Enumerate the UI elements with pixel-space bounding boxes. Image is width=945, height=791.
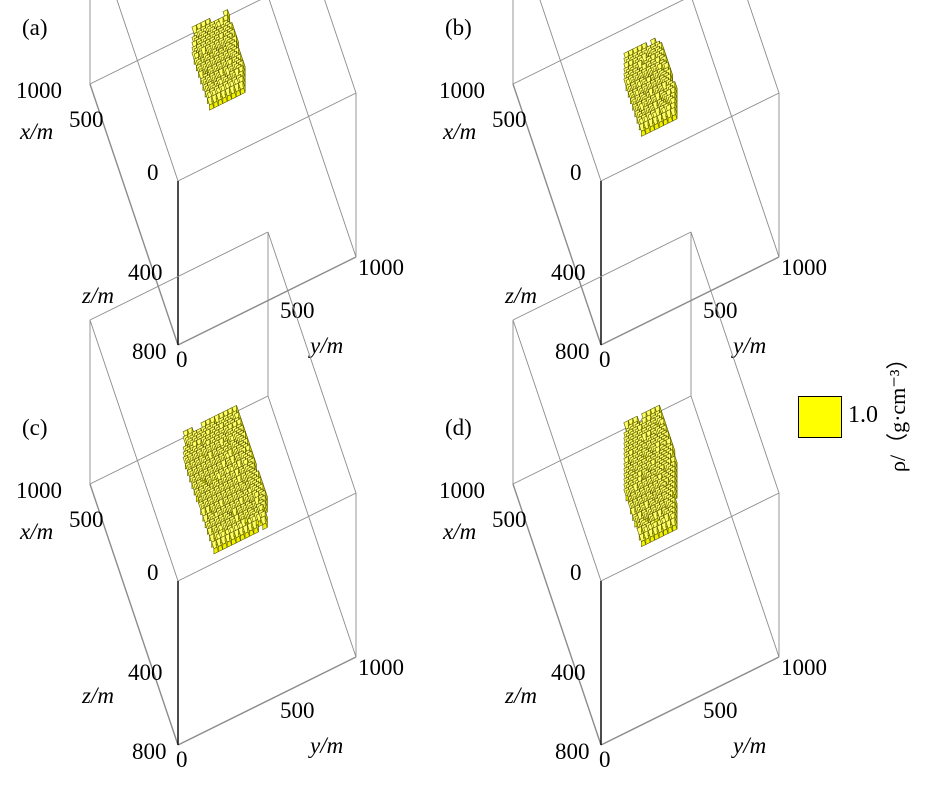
y-tick-1000: 1000 [358,255,404,280]
x-axis-label: x/m [442,119,476,144]
z-tick-800: 800 [132,339,167,364]
z-axis-label: z/m [81,683,114,708]
z-tick-400: 400 [128,660,163,685]
panel-b: (b) 1000 500 0 x/m 400 800 z/m 0 500 100… [423,0,843,390]
panel-label: (c) [22,415,48,440]
box-frame [89,0,357,346]
x-tick-500: 500 [69,107,104,132]
panel-c: (c) 1000 500 0 x/m 400 800 z/m 0 500 100… [0,231,420,790]
panel-label: (b) [445,15,472,40]
panel-label: (a) [22,15,48,40]
panel-d-plot: (d) 1000 500 0 x/m 400 800 z/m 0 500 100… [439,231,827,772]
box-edge [267,231,357,494]
y-axis-label: y/m [731,333,766,358]
x-tick-500: 500 [69,507,104,532]
y-tick-1000: 1000 [781,255,827,280]
box-edge [324,0,357,94]
x-axis-label: x/m [19,119,53,144]
y-axis-label: y/m [308,733,343,758]
box-edge [268,0,357,258]
box-edge [690,395,780,658]
box-edge [267,395,357,658]
voxel-face [674,107,678,119]
z-axis-label: z/m [504,283,537,308]
box-edge [89,483,179,746]
box-edge [89,231,269,321]
z-tick-800: 800 [555,339,590,364]
box-edge [600,492,780,582]
box-frame [512,0,780,346]
box-edge [89,83,179,346]
x-tick-0: 0 [147,160,159,185]
z-axis-label: z/m [81,283,114,308]
y-tick-1000: 1000 [358,655,404,680]
panel-d: (d) 1000 500 0 x/m 400 800 z/m 0 500 100… [423,231,843,790]
box-edge [89,319,179,582]
panel-b-plot: (b) 1000 500 0 x/m 400 800 z/m 0 500 100… [439,0,827,372]
x-tick-500: 500 [492,107,527,132]
box-edge [600,92,780,182]
density-body [623,404,678,548]
x-axis-label: x/m [19,519,53,544]
box-edge [89,0,261,85]
box-edge [512,0,684,85]
voxel-face [242,80,246,93]
box-edge [177,492,357,582]
y-tick-500: 500 [280,698,315,723]
x-tick-0: 0 [147,560,159,585]
box-edge [177,256,357,346]
box-edge [512,83,602,346]
x-tick-1000: 1000 [439,78,485,103]
box-edge [539,0,602,182]
panel-a-plot: (a) 1000 500 0 x/m 400 800 z/m 0 500 100… [16,0,404,372]
y-tick-0: 0 [176,747,188,772]
x-tick-1000: 1000 [16,78,62,103]
y-axis-label: y/m [308,333,343,358]
box-edge [116,0,179,182]
box-edge [747,0,780,94]
density-body [182,404,268,555]
x-tick-0: 0 [570,160,582,185]
box-edge [691,0,780,258]
panel-a: (a) 1000 500 0 x/m 400 800 z/m 0 500 100… [0,0,420,390]
y-tick-0: 0 [599,347,611,372]
z-tick-400: 400 [128,260,163,285]
box-edge [600,656,780,746]
box-edge [177,656,357,746]
box-edge [177,92,357,182]
density-body [623,37,678,137]
z-tick-400: 400 [551,260,586,285]
density-body [191,9,246,111]
z-tick-800: 800 [132,739,167,764]
panel-c-plot: (c) 1000 500 0 x/m 400 800 z/m 0 500 100… [16,231,404,772]
y-tick-0: 0 [176,347,188,372]
x-tick-1000: 1000 [16,478,62,503]
box-edge [600,256,780,346]
